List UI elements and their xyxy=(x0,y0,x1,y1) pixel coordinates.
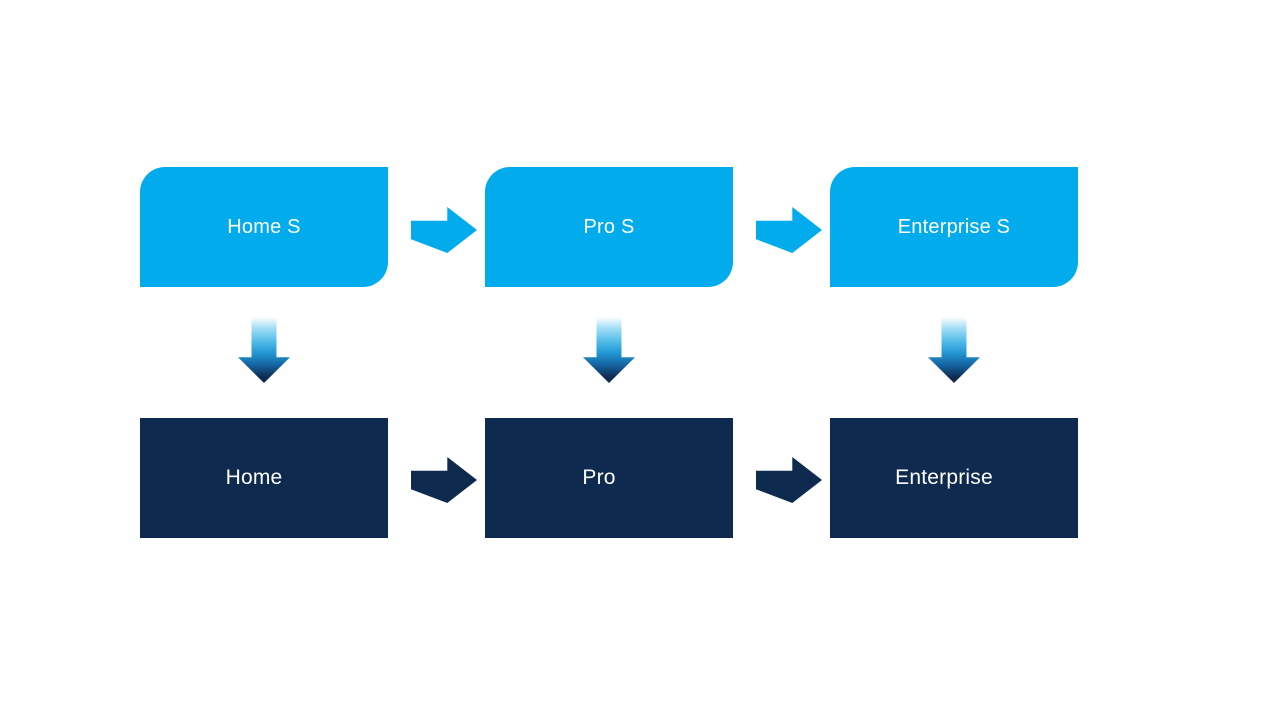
right-arrow-icon xyxy=(756,207,822,253)
box-home-s: Home S xyxy=(140,167,388,287)
down-arrow-icon xyxy=(238,317,290,383)
box-pro-s: Pro S xyxy=(485,167,733,287)
box-pro: Pro xyxy=(485,418,733,538)
down-arrow-icon xyxy=(583,317,635,383)
box-enterprise-s: Enterprise S xyxy=(830,167,1078,287)
right-arrow-icon xyxy=(411,207,477,253)
box-home-s-label: Home S xyxy=(227,215,301,238)
right-arrow-icon xyxy=(756,457,822,503)
box-home-label: Home xyxy=(225,466,283,489)
box-enterprise: Enterprise xyxy=(830,418,1078,538)
right-arrow-icon xyxy=(411,457,477,503)
down-arrow-icon xyxy=(928,317,980,383)
box-pro-s-label: Pro S xyxy=(583,215,635,238)
box-pro-label: Pro xyxy=(582,466,616,489)
box-enterprise-label: Enterprise xyxy=(895,466,993,489)
box-enterprise-s-label: Enterprise S xyxy=(897,215,1011,238)
box-home: Home xyxy=(140,418,388,538)
